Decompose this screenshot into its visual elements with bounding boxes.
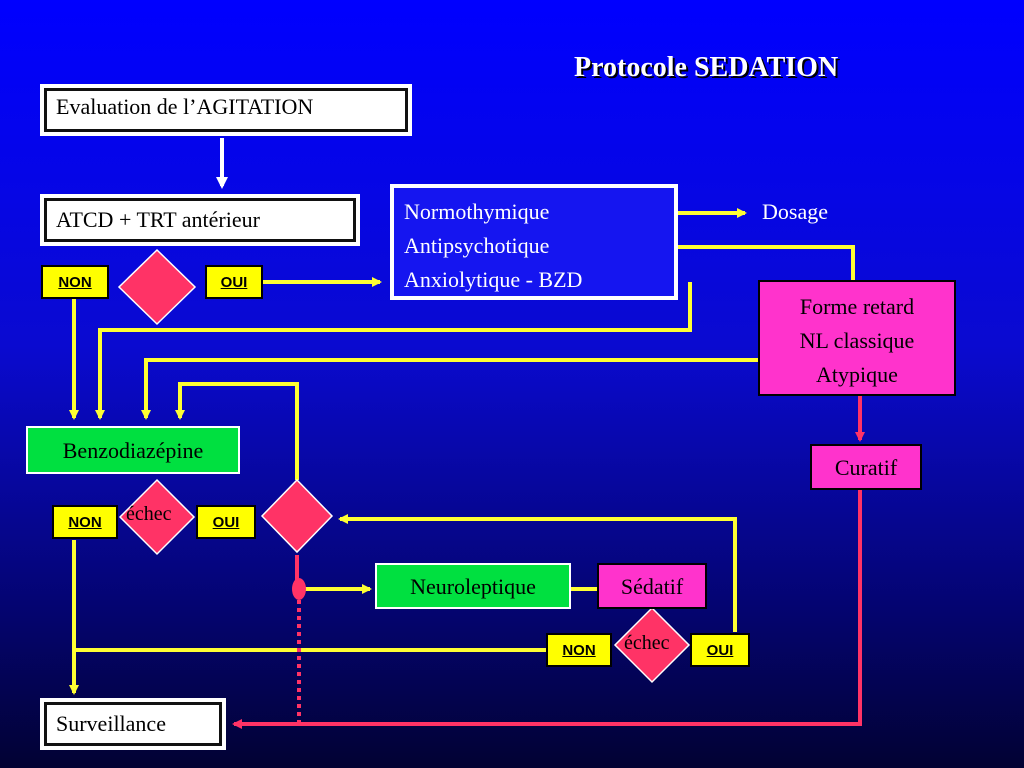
diamond-loop	[260, 478, 334, 554]
treatment-antipsychotique: Antipsychotique	[404, 233, 550, 258]
decision3-non: NON	[546, 633, 612, 667]
atcd-box: ATCD + TRT antérieur	[40, 194, 360, 246]
arrow-oui3-diamond	[338, 514, 737, 632]
treatment-anxiolytique: Anxiolytique - BZD	[404, 267, 583, 292]
decision3-label: échec	[624, 632, 670, 654]
dosage-label: Dosage	[762, 199, 828, 224]
treatments-box	[390, 184, 678, 300]
forme-retard-box: Forme retard NL classique Atypique	[758, 280, 956, 396]
decision2-oui: OUI	[196, 505, 256, 539]
arrow-forme-retard	[650, 245, 855, 280]
curatif-box: Curatif	[810, 444, 922, 490]
benzodiazepine-box: Benzodiazépine	[26, 426, 240, 474]
decision1-oui: OUI	[205, 265, 263, 299]
treatment-normothymique: Normothymique	[404, 199, 550, 224]
decision1-non: NON	[41, 265, 109, 299]
decision2-non: NON	[52, 505, 118, 539]
diamond-echec1	[118, 478, 196, 556]
arrow-loop-benzo	[175, 382, 299, 480]
sedatif-box: Sédatif	[597, 563, 707, 609]
diamond-decision1	[117, 248, 197, 326]
decision2-label: échec	[126, 503, 172, 525]
evaluation-box: Evaluation de l’AGITATION	[40, 84, 412, 136]
arrow-treat-benzo	[95, 282, 692, 420]
branch-oval	[292, 578, 306, 600]
arrow-curatif-surv	[232, 490, 862, 729]
forme-retard-line2: NL classique	[799, 328, 915, 353]
surveillance-box: Surveillance	[40, 698, 226, 750]
page-title: Protocole SEDATION	[574, 52, 839, 83]
diamond-echec2	[613, 606, 691, 684]
arrow-forme-benzo	[141, 358, 758, 420]
forme-retard-line3: Atypique	[816, 362, 898, 387]
neuroleptique-box: Neuroleptique	[375, 563, 571, 609]
decision3-oui: OUI	[690, 633, 750, 667]
forme-retard-line1: Forme retard	[799, 294, 915, 319]
